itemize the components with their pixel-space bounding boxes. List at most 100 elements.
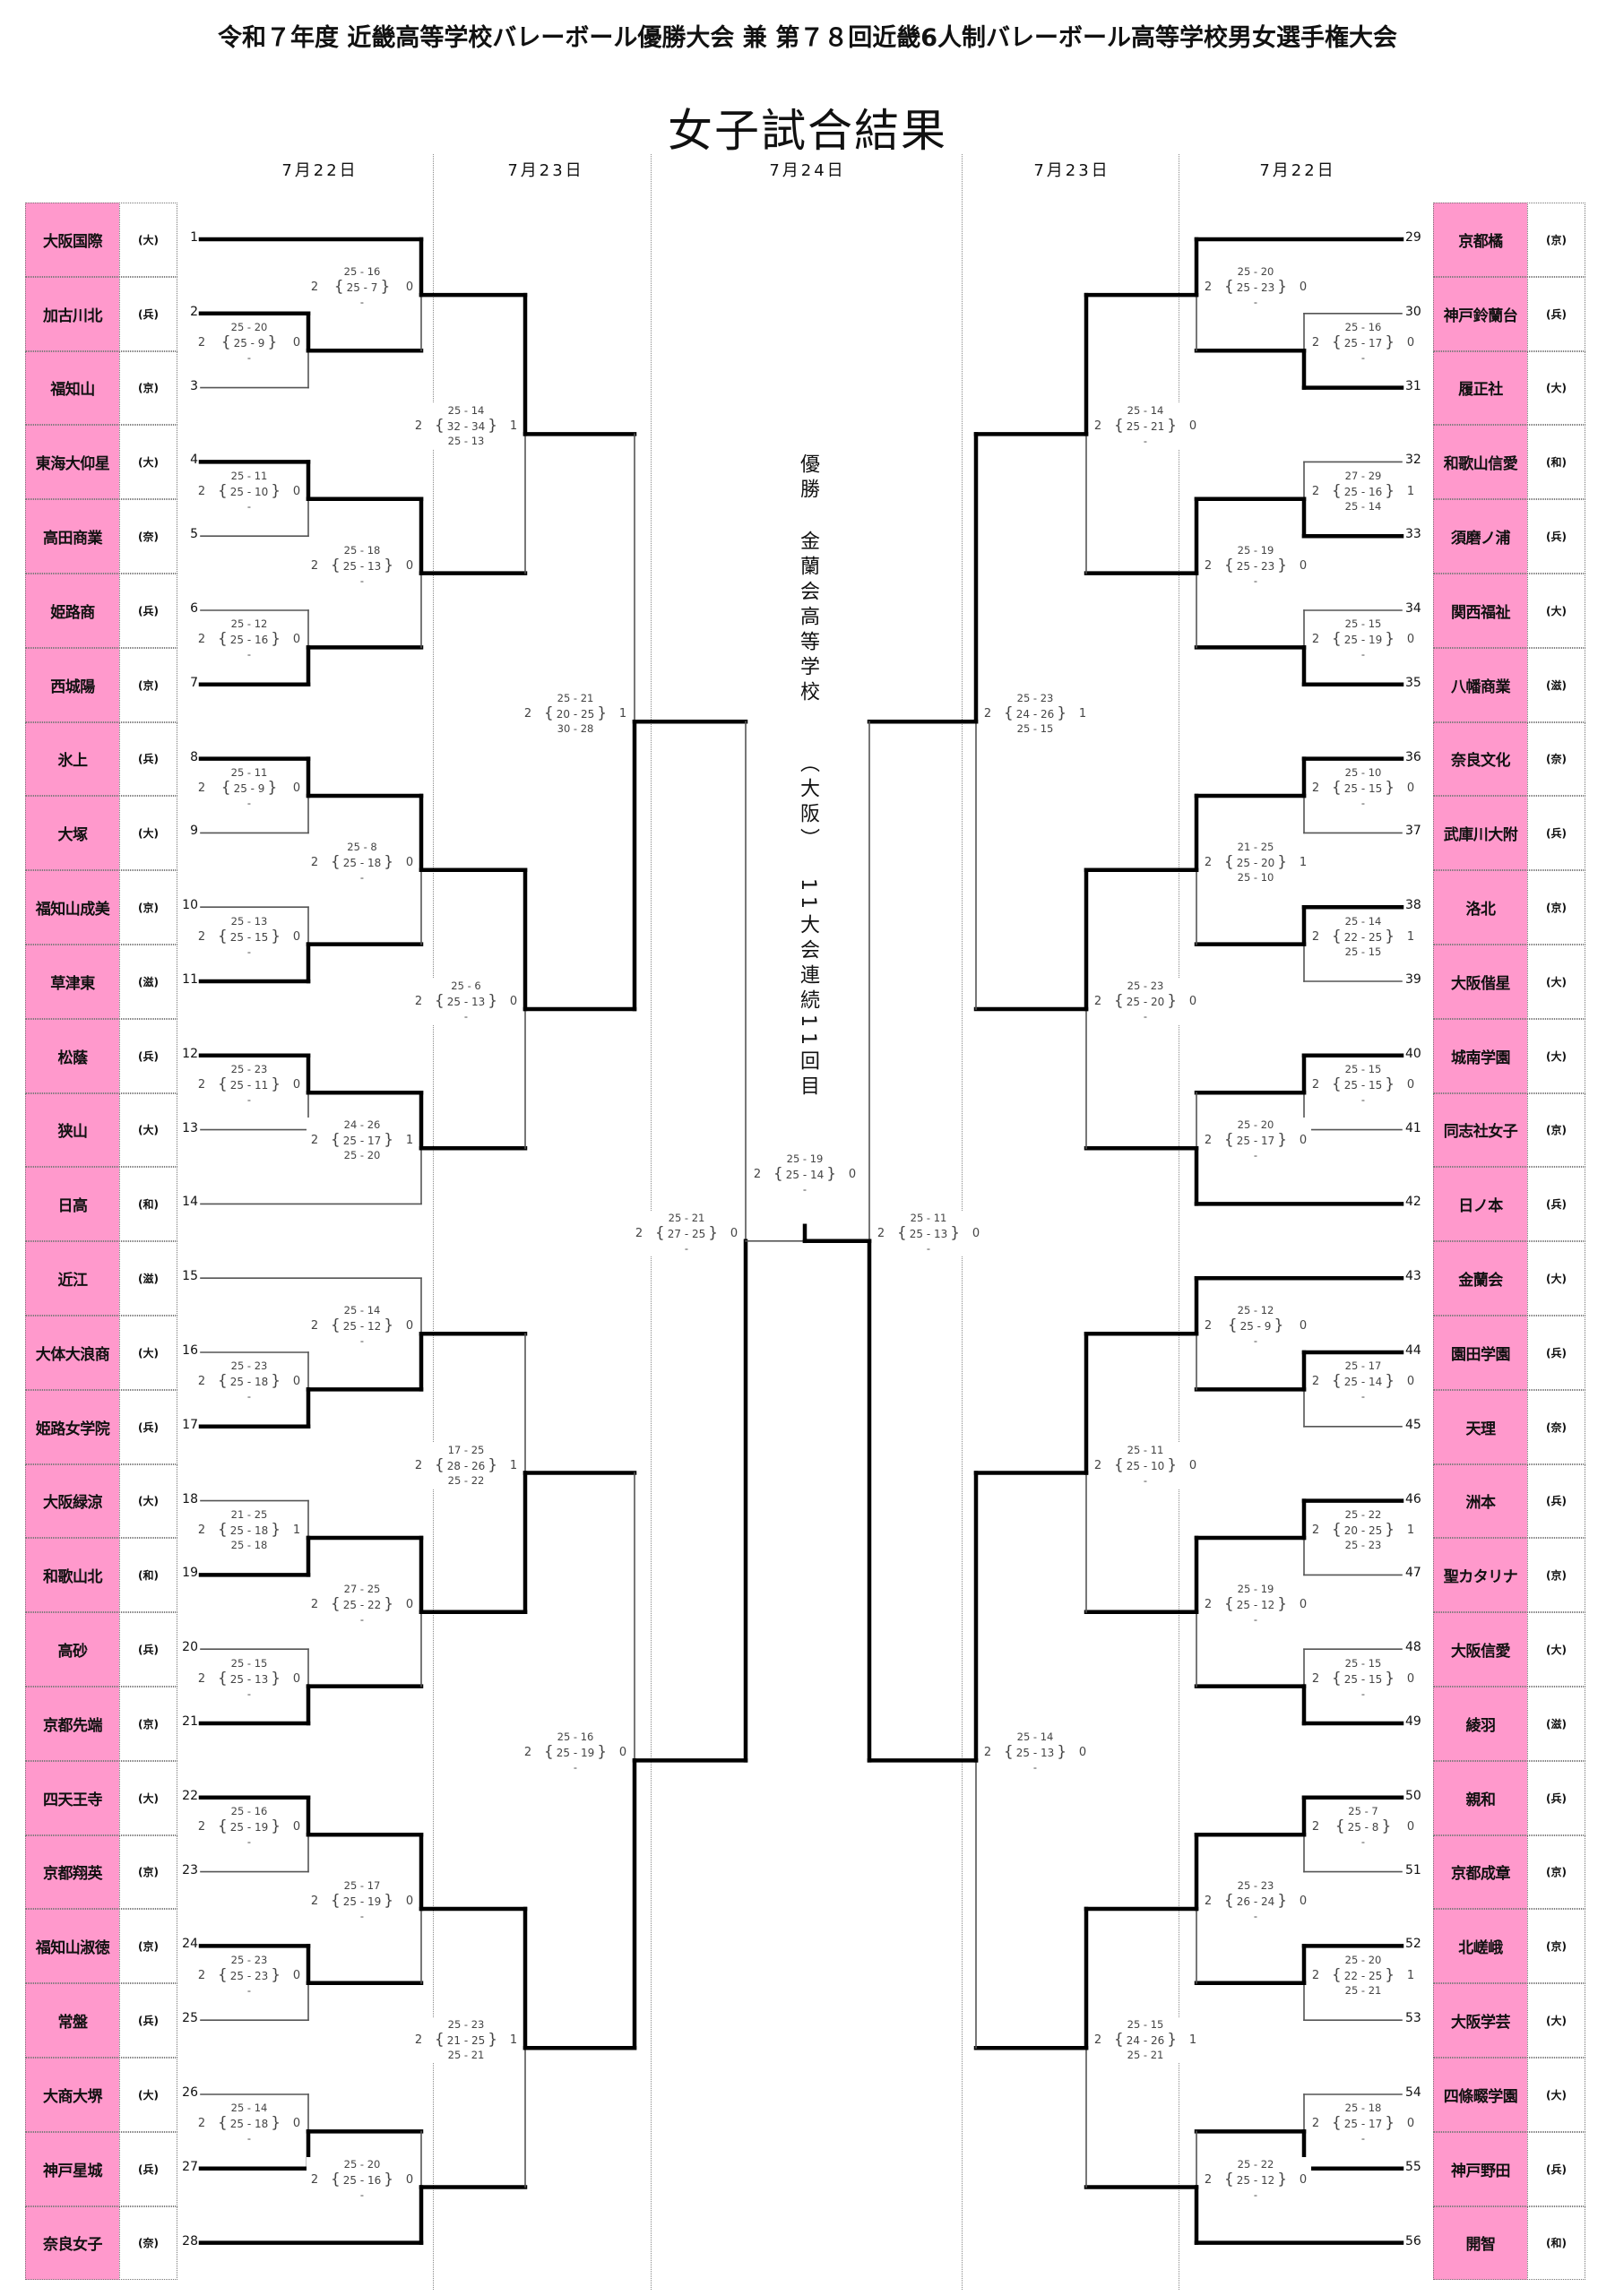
set-score-2: 25 - 14 bbox=[1324, 1374, 1403, 1389]
team-prefecture: (京) bbox=[119, 1909, 177, 1984]
spacer bbox=[1185, 1473, 1201, 1489]
score-label: 25 - 13225 - 150- bbox=[194, 913, 305, 960]
sets-won: 2 bbox=[753, 1167, 762, 1181]
score-label: 25 - 23225 - 180- bbox=[194, 1359, 305, 1405]
team-name: 親和 bbox=[1433, 1760, 1528, 1835]
score-label: 25 - 11225 - 130- bbox=[873, 1210, 984, 1256]
spacer bbox=[410, 1473, 427, 1489]
score-label: 25 - 20225 - 160- bbox=[307, 2156, 418, 2203]
sets-won: 2 bbox=[414, 2033, 423, 2048]
sets-lost: 0 bbox=[1406, 1671, 1415, 1686]
spacer bbox=[1403, 647, 1419, 662]
spacer bbox=[1403, 350, 1419, 366]
team-number: 17 bbox=[182, 1417, 198, 1432]
spacer bbox=[307, 2157, 323, 2172]
team-name: 綾羽 bbox=[1433, 1687, 1528, 1761]
sets-lost: 0 bbox=[405, 2172, 414, 2187]
spacer bbox=[1200, 1878, 1216, 1894]
spacer bbox=[194, 765, 210, 781]
spacer bbox=[1090, 2017, 1106, 2033]
sets-lost: 0 bbox=[1406, 633, 1415, 647]
team-number: 16 bbox=[182, 1343, 198, 1358]
sets-won: 2 bbox=[310, 1597, 319, 1611]
spacer bbox=[980, 1730, 996, 1745]
team-number: 32 bbox=[1405, 453, 1421, 468]
sets-won: 2 bbox=[197, 484, 206, 498]
spacer bbox=[1308, 1804, 1324, 1819]
set-score-3: 25 - 21 bbox=[1127, 2049, 1164, 2062]
set-score-1: 25 - 6 bbox=[451, 980, 481, 993]
team-number: 47 bbox=[1405, 1566, 1421, 1581]
sets-lost: 0 bbox=[1188, 995, 1197, 1009]
team-number: 12 bbox=[182, 1046, 198, 1061]
spacer bbox=[1090, 1443, 1106, 1458]
set-score-2: 25 - 15 bbox=[1324, 1077, 1403, 1092]
team-prefecture: (大) bbox=[1527, 1983, 1585, 2058]
team-name: 姫路商 bbox=[25, 574, 120, 648]
set-score-1: 25 - 20 bbox=[343, 2157, 381, 2171]
set-score-3: 25 - 21 bbox=[1344, 1983, 1382, 1997]
sets-lost: 0 bbox=[1406, 1375, 1415, 1389]
no-third-set: - bbox=[1253, 1910, 1258, 1922]
set-score-1: 21 - 25 bbox=[1237, 840, 1274, 853]
sets-won: 2 bbox=[197, 1820, 206, 1834]
sets-won: 2 bbox=[414, 1458, 423, 1472]
team-name: 姫路女学院 bbox=[25, 1389, 120, 1464]
team-name: 大商大堺 bbox=[25, 2058, 120, 2132]
sets-won: 2 bbox=[310, 281, 319, 295]
score-label: 25 - 20222 - 25125 - 21 bbox=[1308, 1952, 1419, 1998]
team-number: 53 bbox=[1405, 2011, 1421, 2026]
set-score-1: 25 - 8 bbox=[347, 840, 377, 853]
spacer bbox=[289, 499, 305, 514]
team-name: 松蔭 bbox=[25, 1018, 120, 1093]
team-name: 金蘭会 bbox=[1433, 1241, 1528, 1316]
no-third-set: - bbox=[684, 1241, 689, 1255]
team-name: 福知山淑徳 bbox=[25, 1909, 120, 1984]
date-header-round1-left: 7月22日 bbox=[281, 161, 358, 180]
spacer bbox=[844, 1182, 860, 1197]
team-prefecture: (兵) bbox=[1527, 276, 1585, 351]
spacer bbox=[505, 403, 522, 419]
set-score-2: 28 - 26 bbox=[427, 1458, 505, 1473]
team-prefecture: (京) bbox=[119, 647, 177, 722]
set-score-1: 25 - 12 bbox=[1237, 1304, 1274, 1317]
sets-won: 2 bbox=[414, 995, 423, 1009]
sets-won: 2 bbox=[1204, 2172, 1213, 2187]
spacer bbox=[402, 2157, 418, 2172]
spacer bbox=[1308, 796, 1324, 811]
team-name: 神戸鈴蘭台 bbox=[1433, 276, 1528, 351]
score-label: 25 - 19225 - 230- bbox=[1200, 542, 1311, 589]
spacer bbox=[1295, 1582, 1311, 1597]
no-third-set: - bbox=[1032, 1761, 1038, 1774]
set-score-2: 25 - 17 bbox=[1324, 2116, 1403, 2131]
team-number: 55 bbox=[1405, 2159, 1421, 2174]
spacer bbox=[194, 2101, 210, 2116]
score-label: 27 - 29225 - 16125 - 14 bbox=[1308, 468, 1419, 514]
spacer bbox=[289, 1062, 305, 1077]
spacer bbox=[1308, 1359, 1324, 1374]
sets-lost: 0 bbox=[405, 1319, 414, 1334]
team-prefecture: (兵) bbox=[1527, 2131, 1585, 2206]
team-name: 大阪信愛 bbox=[1433, 1612, 1528, 1687]
set-score-1: 25 - 7 bbox=[1348, 1805, 1378, 1818]
spacer bbox=[402, 1612, 418, 1627]
spacer bbox=[615, 1730, 631, 1745]
set-score-3: 25 - 14 bbox=[1344, 499, 1382, 513]
spacer bbox=[1200, 2157, 1216, 2172]
set-score-2: 25 - 19 bbox=[1324, 632, 1403, 647]
spacer bbox=[307, 1303, 323, 1318]
sets-lost: 0 bbox=[1406, 781, 1415, 795]
spacer bbox=[1308, 647, 1324, 662]
spacer bbox=[1185, 434, 1201, 449]
spacer bbox=[1295, 1612, 1311, 1627]
score-label: 25 - 18225 - 170- bbox=[1308, 2101, 1419, 2147]
no-third-set: - bbox=[246, 648, 252, 661]
team-prefecture: (兵) bbox=[119, 721, 177, 797]
spacer bbox=[289, 945, 305, 960]
spacer bbox=[1185, 2017, 1201, 2033]
team-prefecture: (奈) bbox=[119, 499, 177, 574]
spacer bbox=[1308, 1538, 1324, 1553]
spacer bbox=[1308, 1687, 1324, 1702]
spacer bbox=[505, 2017, 522, 2033]
